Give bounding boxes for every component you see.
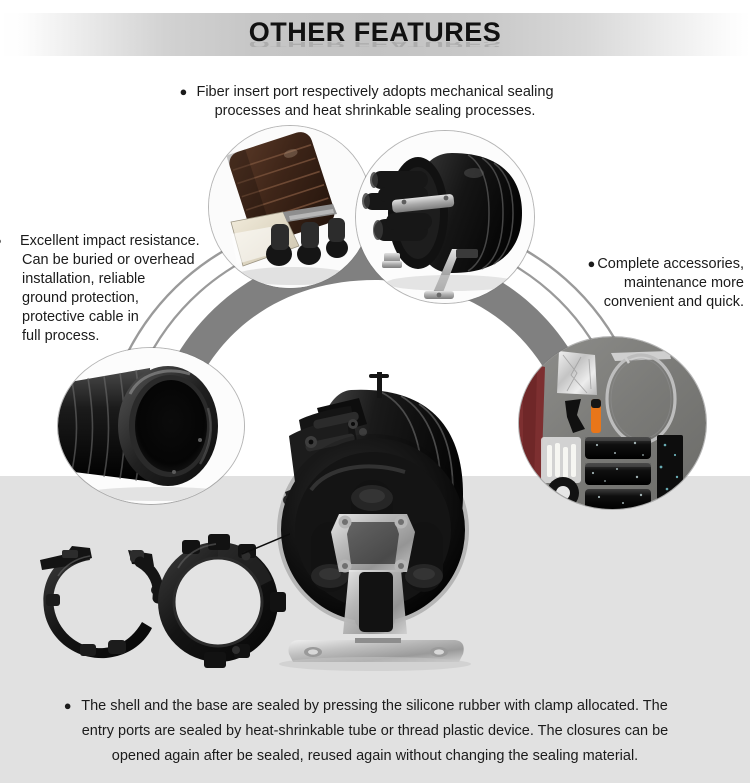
feature-left-line-2: Can be buried or overhead [22, 252, 195, 268]
bullet-icon: ● [0, 231, 18, 250]
brown-dome-closure-photo [209, 126, 371, 288]
bullet-icon: ● [587, 256, 596, 271]
feature-text-right: ●Complete accessories, maintenance more … [554, 254, 744, 312]
black-dome-closure-art [356, 131, 534, 303]
feature-right-line-2: maintenance more [623, 275, 744, 291]
header-gradient-band [0, 13, 750, 56]
accessory-kit-photo [519, 337, 706, 509]
clamp-rings-photo [32, 532, 290, 672]
feature-bottom-line-1: The shell and the base are sealed by pre… [81, 698, 668, 714]
arc-band [140, 246, 610, 480]
ribbed-dome-shell-art [58, 348, 244, 504]
feature-left-line-3: installation, reliable [22, 271, 146, 287]
feature-top-line-1: Fiber insert port respectively adopts me… [196, 84, 554, 100]
brown-dome-closure-art [209, 126, 371, 288]
feature-text-top: ● Fiber insert port respectively adopts m… [160, 82, 590, 121]
feature-left-line-5: protective cable in [22, 309, 139, 325]
bullet-icon: ● [179, 84, 188, 99]
main-closure-art [277, 372, 471, 671]
feature-text-left: ●Excellent impact resistance. Can be bur… [0, 231, 218, 346]
feature-bottom-line-2: entry ports are sealed by heat-shrinkabl… [81, 723, 669, 739]
feature-top-line-2: processes and heat shrinkable sealing pr… [214, 103, 536, 119]
main-closure-assembly-photo [255, 372, 507, 672]
feature-text-bottom: ● The shell and the base are sealed by pr… [28, 694, 722, 769]
feature-left-line-6: full process. [22, 328, 100, 344]
black-dome-closure-ports-photo [356, 131, 534, 303]
ribbed-dome-shell-photo [58, 348, 244, 504]
bullet-icon: ● [63, 698, 72, 713]
clamp-rings-art [40, 533, 290, 668]
feature-bottom-line-3: opened again after be sealed, reused aga… [111, 748, 639, 764]
feature-right-line-1: Complete accessories, [597, 256, 744, 272]
feature-left-line-1: Excellent impact resistance. [20, 233, 200, 249]
page-title: OTHER FEATURES [248, 17, 502, 47]
pointer-line [241, 533, 290, 555]
feature-left-line-4: ground protection, [22, 290, 139, 306]
accessory-kit-art [519, 337, 706, 509]
feature-right-line-3: convenient and quick. [603, 294, 744, 310]
